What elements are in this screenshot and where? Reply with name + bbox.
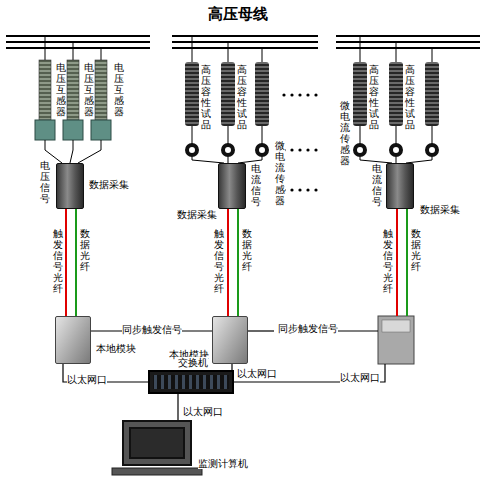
dot <box>282 93 285 96</box>
part-label: 微电流传感器 <box>275 140 285 206</box>
label-holder: 微电流传感器 <box>340 100 350 168</box>
connector <box>177 394 178 420</box>
connector-label: 以太网口 <box>183 406 223 417</box>
dot <box>306 148 309 151</box>
connector-label: 数据光纤 <box>242 228 252 272</box>
connector <box>227 209 229 316</box>
label-holder: 电压信号 <box>40 160 50 206</box>
dot <box>306 93 309 96</box>
label-holder: 高压容性试品 <box>201 64 211 132</box>
label-holder: 数据光纤 <box>242 228 252 274</box>
part-label: 电压互感器 <box>56 62 66 117</box>
node-label: 数据采集 <box>177 209 217 220</box>
node-label: 数据采集 <box>89 179 129 190</box>
switch: 交换机 <box>148 370 234 394</box>
continuation-dots <box>282 93 317 332</box>
label-holder: 高压容性试品 <box>405 64 415 132</box>
label-holder: 电压互感器 <box>84 62 94 119</box>
connector <box>75 209 77 316</box>
part-label: 以太网口 <box>340 372 380 383</box>
keyboard <box>112 468 202 475</box>
node-label: 监测计算机 <box>198 458 248 469</box>
label-holder: 以太网口 <box>237 362 277 381</box>
dot <box>314 148 317 151</box>
part-label: 同步触发信号 <box>278 323 338 334</box>
label-holder: 以太网口 <box>67 368 107 387</box>
label-holder: 触发信号光纤 <box>53 228 63 296</box>
connector <box>65 209 67 316</box>
part-label: 电压互感器 <box>84 62 94 117</box>
part-label: 高压容性试品 <box>201 64 211 130</box>
label-holder: 数据光纤 <box>80 228 90 274</box>
connector-label: 触发信号光纤 <box>53 228 63 294</box>
dot <box>314 188 317 191</box>
part-label: 电压信号 <box>40 160 50 204</box>
voltage-transformers <box>35 36 111 163</box>
diagram-title: 高压母线 <box>208 5 268 24</box>
label-holder: 微电流传感器 <box>275 140 285 208</box>
label-holder: 电压互感器 <box>56 62 66 119</box>
label-holder: 电压互感器 <box>114 62 124 119</box>
bus-bars <box>6 36 480 48</box>
sync-and-ethernet-wires <box>234 331 385 382</box>
data-acquisition-unit: 数据采集 <box>56 163 84 209</box>
trigger-fiber <box>396 209 398 316</box>
part-label: 高压容性试品 <box>237 64 247 130</box>
capacitive-specimens <box>185 36 439 145</box>
node-label: 交换机 <box>178 357 208 368</box>
label-holder: 触发信号光纤 <box>214 228 224 296</box>
node-label: 本地模块 <box>96 343 136 354</box>
connector-label: 数据光纤 <box>80 228 90 272</box>
part-label: 高压容性试品 <box>405 64 415 130</box>
connector-label: 触发信号光纤 <box>214 228 224 294</box>
current-sensors <box>187 145 437 155</box>
part-label: 数据光纤 <box>411 228 421 272</box>
part-label: 触发信号光纤 <box>383 228 393 294</box>
connector <box>237 209 239 316</box>
dot <box>290 93 293 96</box>
node-label: 数据采集 <box>420 204 460 215</box>
dot <box>298 148 301 151</box>
local-module: 本地模块 <box>212 316 248 364</box>
part-label: 高压容性试品 <box>369 64 379 130</box>
data-fiber <box>406 209 408 316</box>
label-holder: 电流信号 <box>372 163 382 209</box>
label-holder: 以太网口 <box>183 400 223 419</box>
label-holder: 同步触发信号 <box>278 317 338 336</box>
dot <box>314 93 317 96</box>
part-label: 微电流传感器 <box>340 100 350 166</box>
connector-label: 以太网口 <box>67 374 107 385</box>
dot <box>306 188 309 191</box>
part-label: 电压互感器 <box>114 62 124 117</box>
local-module <box>378 316 414 364</box>
label-holder: 以太网口 <box>340 366 380 385</box>
dot <box>290 188 293 191</box>
monitoring-computer: 监测计算机 <box>122 420 192 466</box>
label-holder: 电流信号 <box>251 163 261 209</box>
label-holder: 高压容性试品 <box>237 64 247 132</box>
part-label: 电流信号 <box>251 163 261 207</box>
connector-label: 同步触发信号 <box>122 324 182 335</box>
module-panel <box>382 320 410 332</box>
dot <box>298 93 301 96</box>
label-holder: 数据光纤 <box>411 228 421 274</box>
data-acquisition-unit: 数据采集 <box>386 163 414 209</box>
label-holder: 高压容性试品 <box>369 64 379 132</box>
data-acquisition-unit: 数据采集 <box>218 163 246 209</box>
local-module: 本地模块 <box>55 316 91 364</box>
label-holder: 同步触发信号 <box>122 318 182 337</box>
part-label: 电流信号 <box>372 163 382 207</box>
label-holder: 触发信号光纤 <box>383 228 393 296</box>
dot <box>298 188 301 191</box>
connector-label: 以太网口 <box>237 368 277 379</box>
dot <box>290 148 293 151</box>
